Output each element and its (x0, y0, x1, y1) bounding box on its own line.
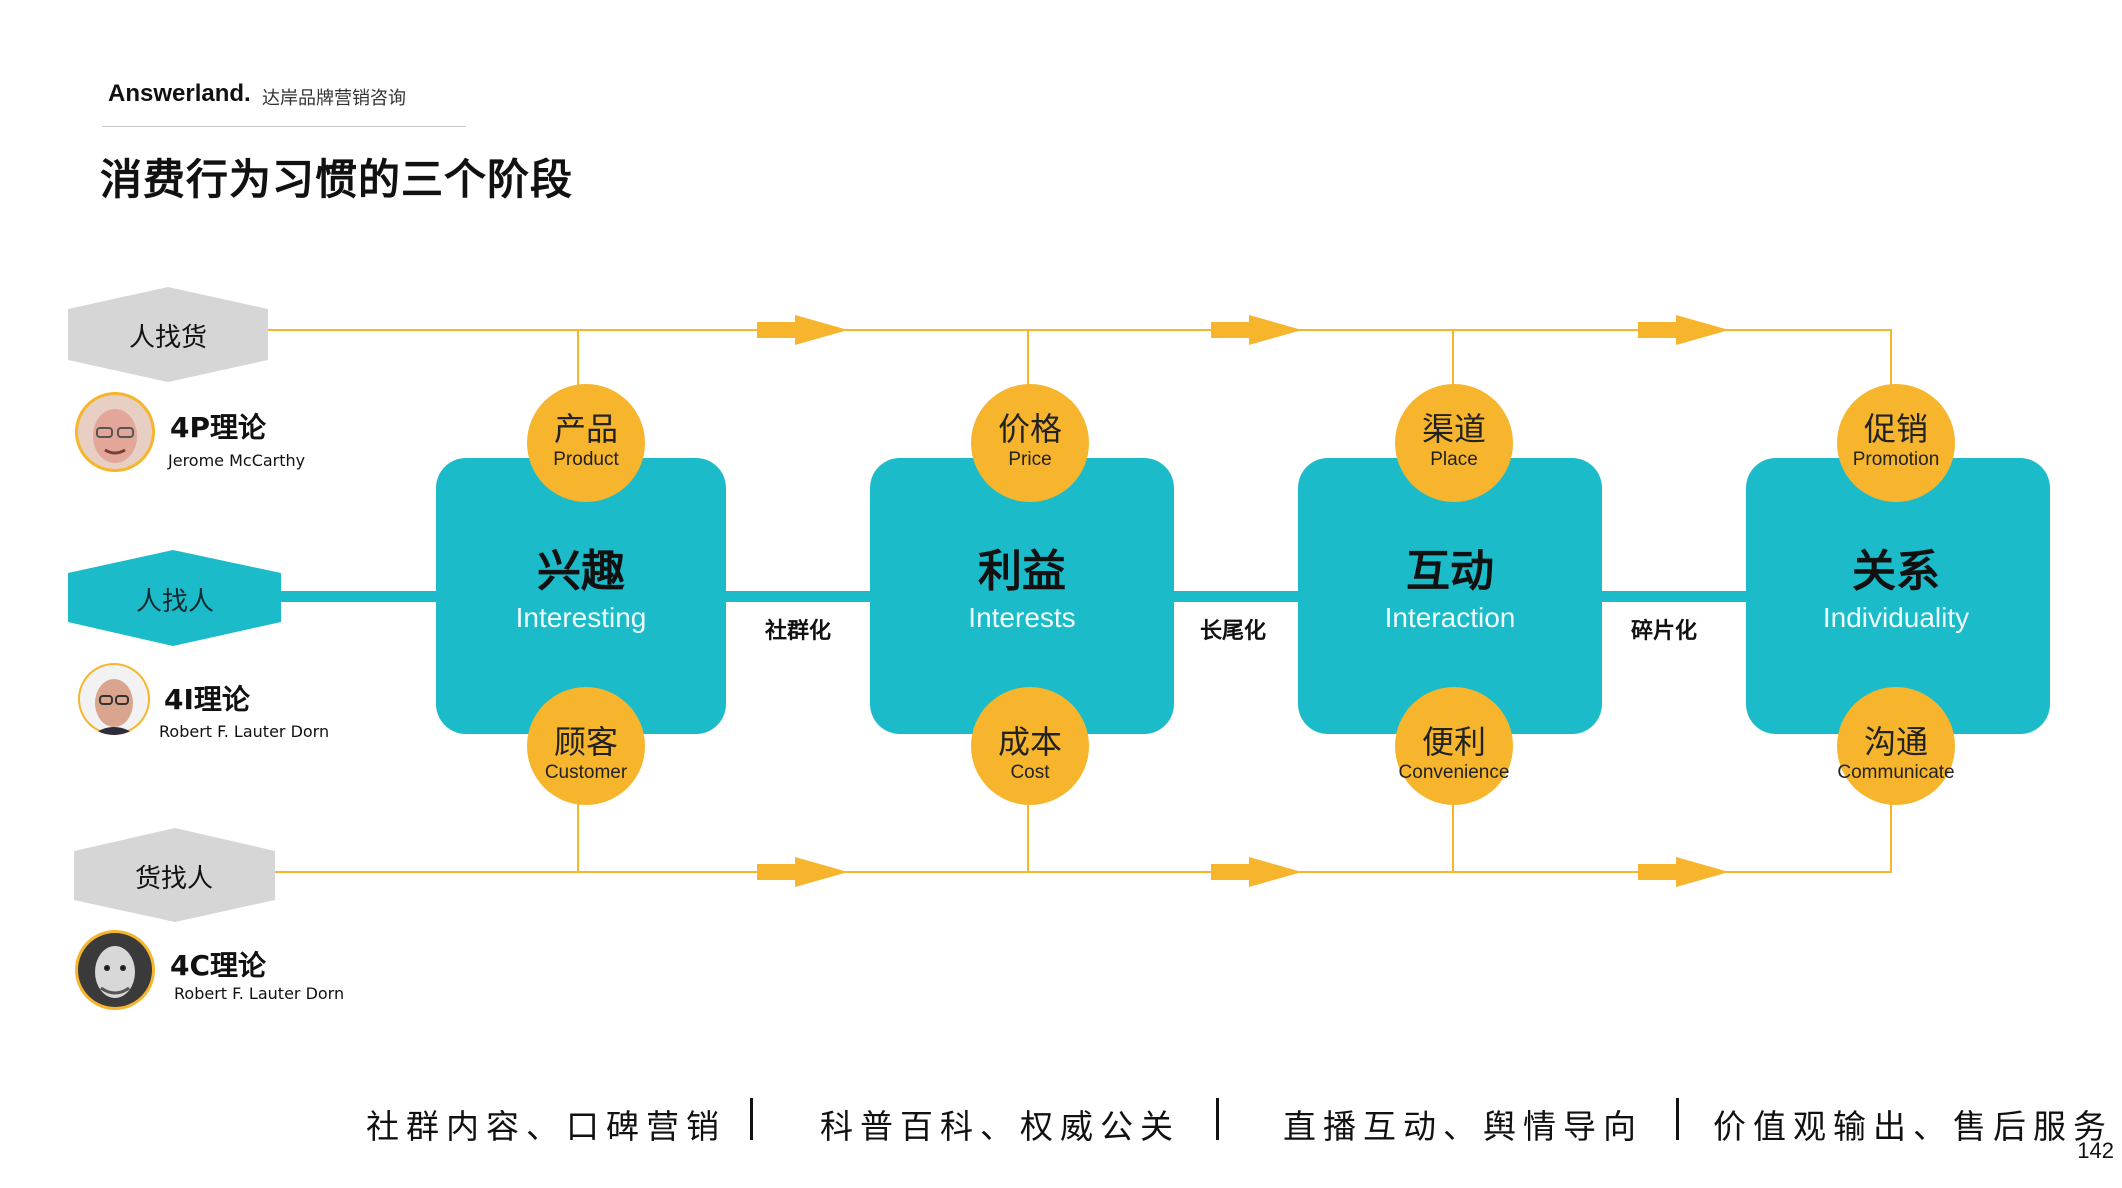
stage-box-interests (870, 458, 1174, 734)
circle-product (527, 384, 645, 502)
page-number: 142 (2077, 1138, 2114, 1163)
footer-item: 直播互动、舆情导向 (1283, 1107, 1643, 1146)
arrow-icon (1638, 315, 1729, 345)
brand-name: Answerland. (108, 80, 251, 107)
stage-title-en: Interests (968, 602, 1076, 633)
circle-convenience (1395, 687, 1513, 805)
circle-label-en: Communicate (1837, 762, 1955, 783)
header-divider (102, 126, 466, 127)
top-flow-arrows (757, 315, 1729, 345)
footer-divider (1676, 1098, 1679, 1140)
circle-label-en: Promotion (1852, 449, 1940, 470)
bottom-flow-arrows (757, 857, 1729, 887)
row-label-people-find-goods: 人找货 (128, 323, 207, 353)
stage-box-interaction (1298, 458, 1602, 734)
circle-label-zh: 便利 (1421, 723, 1486, 761)
arrow-icon (757, 857, 848, 887)
circle-place (1395, 384, 1513, 502)
row-hexagon-people-find-goods (68, 287, 268, 382)
connector-label: 碎片化 (1630, 619, 1697, 644)
circle-label-en: Price (1008, 449, 1052, 470)
circle-cost (971, 687, 1089, 805)
top-flow-line (268, 329, 1892, 390)
theory-name-4p: 4P理论 (170, 411, 267, 444)
arrow-icon (1211, 315, 1302, 345)
stage-box-individuality (1746, 458, 2050, 734)
connector-label: 长尾化 (1199, 619, 1266, 644)
row-hexagon-goods-find-people (74, 828, 275, 922)
arrow-icon (1211, 857, 1302, 887)
theory-author-4p: Jerome McCarthy (168, 451, 306, 470)
page-title: 消费行为习惯的三个阶段 (100, 155, 574, 204)
circle-communicate (1837, 687, 1955, 805)
stage-title-zh: 兴趣 (537, 546, 625, 597)
stage-title-zh: 关系 (1852, 546, 1940, 597)
stage-box-interesting (436, 458, 726, 734)
footer-item: 科普百科、权威公关 (820, 1107, 1180, 1146)
theory-author-4i: Robert F. Lauter Dorn (159, 722, 330, 741)
row-hexagon-people-find-people (68, 550, 281, 646)
circle-promotion (1837, 384, 1955, 502)
connector-label: 社群化 (764, 619, 831, 644)
circle-label-zh: 顾客 (553, 723, 618, 761)
row-label-people-find-people: 人找人 (135, 587, 214, 617)
circle-label-en: Product (553, 449, 619, 470)
brand-subtitle: 达岸品牌营销咨询 (262, 88, 406, 109)
circle-price (971, 384, 1089, 502)
circle-label-en: Cost (1010, 762, 1050, 783)
circle-label-zh: 沟通 (1863, 723, 1928, 761)
footer-item: 价值观输出、售后服务 (1713, 1107, 2113, 1146)
stage-title-zh: 互动 (1406, 546, 1494, 597)
footer-item: 社群内容、口碑营销 (366, 1107, 726, 1146)
element-circles (527, 384, 1955, 805)
circle-customer (527, 687, 645, 805)
stage-title-en: Individuality (1822, 602, 1970, 633)
circle-label-zh: 渠道 (1421, 410, 1486, 448)
footer-divider (1216, 1098, 1219, 1140)
footer-divider (750, 1098, 753, 1140)
stage-title-en: Interesting (515, 602, 647, 633)
circle-label-zh: 价格 (997, 410, 1062, 448)
circle-label-en: Convenience (1398, 762, 1510, 783)
stage-title-zh: 利益 (978, 546, 1066, 597)
avatar-lauterborn-1 (78, 663, 150, 735)
arrow-icon (1638, 857, 1729, 887)
row-label-goods-find-people: 货找人 (134, 864, 213, 894)
arrow-icon (757, 315, 848, 345)
circle-label-en: Customer (544, 762, 628, 783)
avatar-lauterborn-2 (75, 930, 155, 1010)
circle-label-en: Place (1430, 449, 1478, 470)
circle-label-zh: 促销 (1863, 410, 1928, 448)
theory-author-4c: Robert F. Lauter Dorn (174, 984, 345, 1003)
stage-title-en: Interaction (1384, 602, 1516, 633)
avatar-mccarthy (75, 392, 155, 472)
circle-label-zh: 成本 (997, 723, 1062, 761)
theory-name-4i: 4I理论 (164, 683, 250, 716)
bottom-flow-line (275, 800, 1892, 873)
theory-name-4c: 4C理论 (170, 949, 267, 982)
circle-label-zh: 产品 (553, 410, 618, 448)
